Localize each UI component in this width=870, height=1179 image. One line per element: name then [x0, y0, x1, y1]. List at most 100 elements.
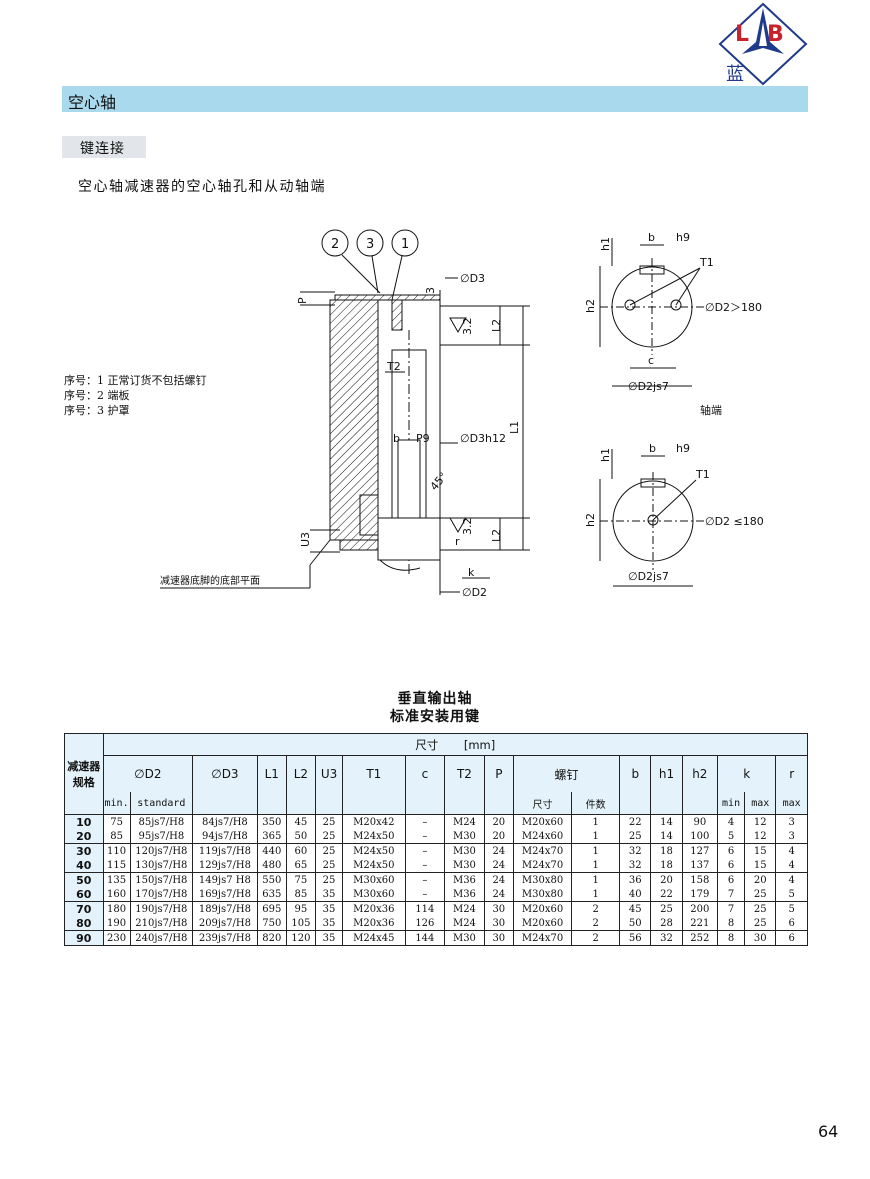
- table-cell: 6: [775, 916, 808, 931]
- label-b-a: b: [648, 231, 655, 244]
- table-cell: –: [404, 872, 446, 887]
- table-cell: 105: [285, 916, 317, 931]
- table-cell: 1: [571, 814, 621, 829]
- col-l1: L1: [256, 755, 287, 792]
- label-h9-a: h9: [676, 231, 690, 244]
- table-cell: 15: [744, 843, 777, 858]
- legend-item-3: 序号：3 护罩: [64, 404, 130, 417]
- col-c: c: [404, 755, 446, 792]
- table-cell: 50: [619, 916, 652, 931]
- table-cell: M24: [444, 814, 485, 829]
- row-size-cell: 20: [64, 829, 104, 844]
- label-b-b: b: [649, 442, 656, 455]
- label-shaft-end: 轴端: [700, 403, 722, 417]
- table-cell: M24x60: [512, 829, 573, 844]
- table-cell: 35: [314, 916, 344, 931]
- table-cell: 18: [650, 858, 683, 873]
- table-cell: 36: [619, 872, 652, 887]
- col-bolt: 螺钉: [512, 755, 621, 792]
- label-d2-le: ∅D2 ≤180: [705, 515, 764, 528]
- table-cell: M24x50: [342, 858, 406, 873]
- table-cell: 3: [775, 829, 808, 844]
- table-cell: M24x50: [342, 829, 406, 844]
- table-cell: 28: [650, 916, 683, 931]
- table-cell: 1: [571, 858, 621, 873]
- table-cell: M24x70: [512, 930, 573, 946]
- col-b: b: [619, 755, 652, 792]
- table-cell: 40: [619, 887, 652, 902]
- col-h2: h2: [681, 755, 719, 792]
- table-cell: M30: [444, 843, 485, 858]
- table-cell: 160: [102, 887, 131, 902]
- table-cell: 85: [102, 829, 131, 844]
- row-size-cell: 10: [64, 814, 104, 829]
- label-u3: U3: [299, 532, 312, 547]
- table-cell: M30: [444, 858, 485, 873]
- table-cell: 25: [744, 887, 777, 902]
- label-floor: 减速器底脚的底部平面: [160, 574, 260, 587]
- spec-table: 减速器规格 尺寸 [mm] ∅D2 ∅D3 L1 L2 U3 T1 c T2 P…: [64, 733, 809, 946]
- col-d3: ∅D3: [192, 755, 258, 792]
- table-cell: 30: [483, 901, 514, 916]
- table-title-line1: 垂直输出轴: [397, 691, 473, 707]
- col-t1: T1: [342, 755, 406, 792]
- technical-drawing: 2 3 1 ∅D3 P 3 3.2: [160, 229, 764, 599]
- table-cell: M36: [444, 872, 485, 887]
- table-cell: 30: [483, 916, 514, 931]
- table-cell: 24: [483, 843, 514, 858]
- label-3: 3: [424, 287, 437, 294]
- label-l2-top: L2: [490, 319, 503, 332]
- row-size-cell: 50: [64, 872, 104, 887]
- table-cell: 130js7/H8: [129, 858, 194, 873]
- table-cell: 4: [717, 814, 746, 829]
- sub-d2-standard: standard: [129, 792, 194, 815]
- table-cell: 480: [256, 858, 287, 873]
- label-d2: ∅D2: [462, 586, 487, 599]
- label-k: k: [468, 566, 475, 579]
- label-t2: T2: [386, 360, 401, 373]
- table-cell: 820: [256, 930, 287, 946]
- table-cell: 239js7/H8: [192, 930, 258, 946]
- row-size-cell: 40: [64, 858, 104, 873]
- row-size-cell: 70: [64, 901, 104, 916]
- table-cell: 2: [571, 916, 621, 931]
- table-cell: M20x60: [512, 814, 573, 829]
- table-cell: 24: [483, 858, 514, 873]
- table-cell: 119js7/H8: [192, 843, 258, 858]
- label-p9: P9: [416, 432, 430, 445]
- table-cell: –: [404, 843, 446, 858]
- label-32-top: 3.2: [461, 318, 474, 336]
- label-h1-b: h1: [599, 448, 612, 462]
- table-cell: M24x70: [512, 843, 573, 858]
- table-cell: M30x60: [342, 872, 406, 887]
- table-cell: 158: [681, 872, 719, 887]
- table-cell: 20: [483, 814, 514, 829]
- sub-r-max: max: [775, 792, 808, 815]
- table-cell: M24x45: [342, 930, 406, 946]
- table-cell: 25: [314, 858, 344, 873]
- table-cell: 115: [102, 858, 131, 873]
- label-32-bottom: 3.2: [461, 518, 474, 536]
- table-cell: 7: [717, 887, 746, 902]
- table-cell: 1: [571, 887, 621, 902]
- label-d2-gt: ∅D2＞180: [705, 301, 762, 314]
- col-l2: L2: [285, 755, 317, 792]
- label-d3: ∅D3: [460, 272, 485, 285]
- logo-letters: LB: [735, 22, 802, 47]
- table-cell: 440: [256, 843, 287, 858]
- table-cell: 25: [314, 814, 344, 829]
- table-cell: 20: [744, 872, 777, 887]
- row-size-cell: 80: [64, 916, 104, 931]
- table-cell: 90: [681, 814, 719, 829]
- label-r: r: [455, 535, 460, 548]
- table-cell: 170js7/H8: [129, 887, 194, 902]
- table-cell: M20x36: [342, 916, 406, 931]
- table-cell: 252: [681, 930, 719, 946]
- table-cell: 6: [717, 872, 746, 887]
- table-cell: 635: [256, 887, 287, 902]
- table-cell: 85js7/H8: [129, 814, 194, 829]
- row-size-cell: 30: [64, 843, 104, 858]
- table-cell: 200: [681, 901, 719, 916]
